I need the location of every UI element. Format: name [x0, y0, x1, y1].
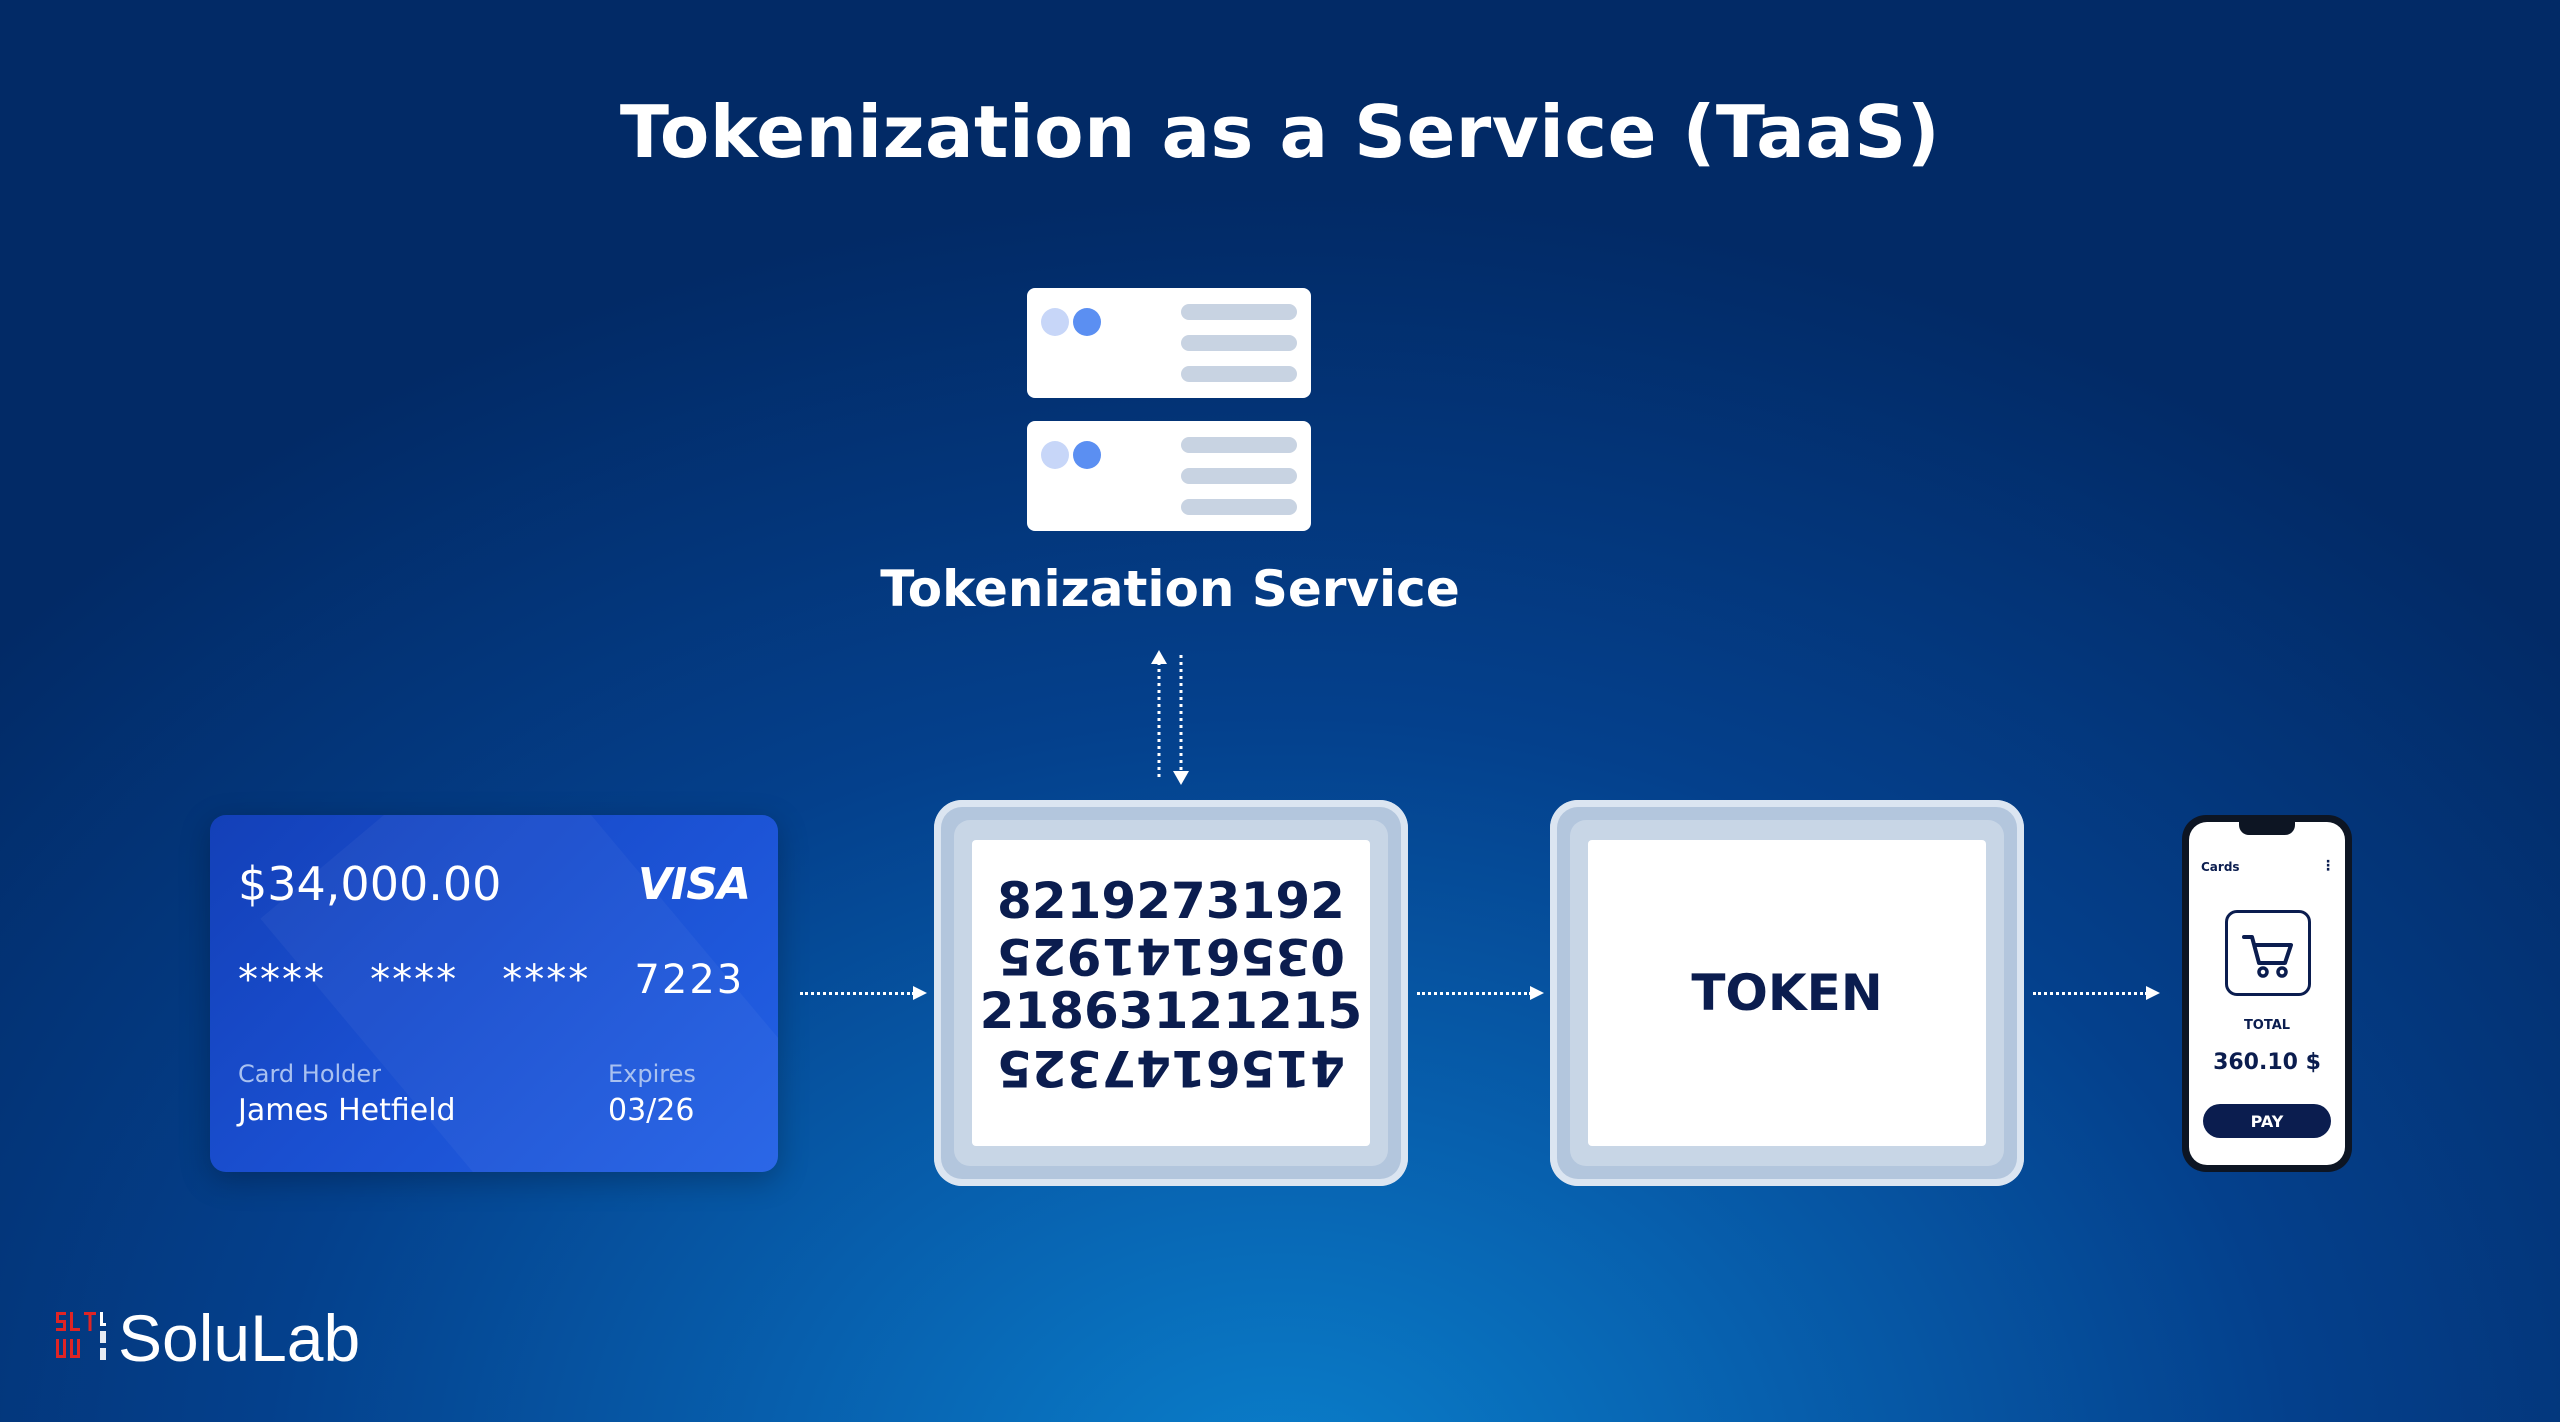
pay-button[interactable]: PAY: [2203, 1104, 2331, 1138]
phone-header: Cards: [2201, 860, 2240, 874]
card-holder-name: James Hetfield: [238, 1093, 456, 1128]
encrypted-line: 21863121215: [979, 982, 1363, 1040]
expires-label: Expires: [608, 1060, 696, 1088]
encrypted-line: 8219273192: [997, 872, 1345, 930]
solulab-logo-mark: [56, 1312, 106, 1360]
smartphone: Cards ⋮ TOTAL 360.10 $ PAY: [2182, 815, 2352, 1172]
encrypted-data-box: 8219273192 0356141925 21863121215 415614…: [934, 800, 1408, 1186]
more-options-icon[interactable]: ⋮: [2321, 858, 2335, 874]
total-label: TOTAL: [2243, 1018, 2291, 1033]
visa-logo: VISA: [637, 859, 751, 910]
encrypted-line: 4156147325: [997, 1039, 1345, 1097]
server-icon-bottom: [1027, 421, 1311, 531]
card-holder-label: Card Holder: [238, 1060, 382, 1088]
credit-card: $34,000.00 VISA **** **** **** 7223 Card…: [210, 815, 778, 1172]
page-title: Tokenization as a Service (TaaS): [619, 90, 1941, 174]
token-label: TOKEN: [1691, 964, 1883, 1022]
server-icon-top: [1027, 288, 1311, 398]
arrow-card-to-encrypted: [800, 986, 927, 1000]
tokenization-service-label: Tokenization Service: [880, 560, 1460, 618]
card-balance: $34,000.00: [238, 857, 502, 911]
arrow-token-to-phone: [2033, 986, 2160, 1000]
total-value: 360.10 $: [2213, 1050, 2321, 1075]
arrow-encrypted-to-token: [1417, 986, 1544, 1000]
bidirectional-arrow: [1151, 650, 1189, 785]
expires-value: 03/26: [608, 1093, 695, 1128]
card-number: **** **** **** 7223: [238, 957, 745, 1003]
encrypted-line: 0356141925: [997, 927, 1345, 985]
phone-screen: Cards ⋮ TOTAL 360.10 $ PAY: [2189, 822, 2345, 1165]
cart-icon: [2225, 910, 2311, 996]
token-box: TOKEN: [1550, 800, 2024, 1186]
solulab-wordmark: SoluLab: [118, 1301, 361, 1375]
